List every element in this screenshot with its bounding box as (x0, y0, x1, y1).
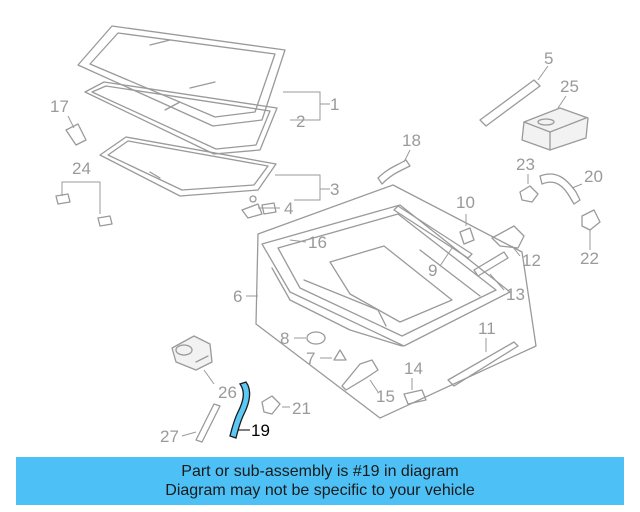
motor-part-26[interactable] (171, 335, 213, 371)
callout-6[interactable]: 6 (233, 287, 242, 306)
banner-line-1: Part or sub-assembly is #19 in diagram (181, 463, 459, 480)
callout-16[interactable]: 16 (308, 233, 327, 252)
callout-3[interactable]: 3 (330, 180, 339, 199)
bracket-part-12[interactable] (491, 225, 525, 249)
grommet-part-22[interactable] (581, 209, 601, 231)
callout-13[interactable]: 13 (506, 285, 525, 304)
bolt-part-7[interactable] (333, 349, 347, 361)
callout-23[interactable]: 23 (516, 155, 535, 174)
rail-part-5[interactable] (479, 79, 541, 127)
module-part-25[interactable] (521, 107, 589, 151)
hose-part-27[interactable] (195, 403, 221, 443)
parts-diagram: 1 2 3 4 17 24 5 25 18 23 20 22 6 (50, 25, 603, 446)
part-info-banner: Part or sub-assembly is #19 in diagram D… (16, 457, 624, 505)
callout-24[interactable]: 24 (72, 159, 91, 178)
callout-5[interactable]: 5 (544, 49, 553, 68)
glass-panel-part[interactable] (77, 25, 286, 127)
roof-frame-part[interactable] (261, 204, 511, 347)
connector-part-23[interactable] (519, 185, 539, 203)
callout-25[interactable]: 25 (560, 77, 579, 96)
screw-part-21[interactable] (261, 395, 281, 415)
banner-line-2: Diagram may not be specific to your vehi… (165, 482, 475, 499)
hose-part-18[interactable] (377, 159, 411, 185)
callout-15[interactable]: 15 (376, 387, 395, 406)
callout-19-highlighted[interactable]: 19 (251, 421, 270, 440)
callout-4[interactable]: 4 (284, 199, 293, 218)
callout-18[interactable]: 18 (402, 131, 421, 150)
callout-20[interactable]: 20 (584, 167, 603, 186)
callout-22[interactable]: 22 (580, 249, 599, 268)
callout-7[interactable]: 7 (306, 349, 315, 368)
frame-assembly-outline (255, 184, 537, 419)
callout-2[interactable]: 2 (296, 112, 305, 131)
drain-hose-part-19-highlighted[interactable] (229, 381, 251, 439)
bracket-part-4[interactable] (241, 195, 277, 219)
callout-26[interactable]: 26 (218, 383, 237, 402)
callout-17[interactable]: 17 (50, 97, 69, 116)
callout-21[interactable]: 21 (292, 399, 311, 418)
callout-leaders-right (258, 91, 330, 209)
callout-14[interactable]: 14 (404, 359, 423, 378)
cap-part-14[interactable] (403, 389, 427, 405)
callout-27[interactable]: 27 (160, 427, 179, 446)
sunshade-part[interactable] (99, 136, 277, 197)
callout-8[interactable]: 8 (280, 329, 289, 348)
guide-rail-part-9[interactable] (393, 205, 473, 259)
callout-10[interactable]: 10 (456, 193, 475, 212)
clip-part-10[interactable] (459, 227, 475, 245)
seal-frame-part[interactable] (84, 81, 278, 155)
drain-hose-part-20[interactable] (539, 173, 581, 205)
screw-part-15[interactable] (341, 359, 379, 391)
pad-part-24a[interactable] (55, 193, 71, 205)
callout-11[interactable]: 11 (478, 319, 496, 338)
slider-part-13[interactable] (473, 251, 509, 277)
pad-part-24b[interactable] (97, 215, 113, 227)
callout-9[interactable]: 9 (428, 261, 437, 280)
callout-1[interactable]: 1 (330, 95, 339, 114)
callout-12[interactable]: 12 (522, 251, 541, 270)
cable-part-11[interactable] (447, 341, 519, 387)
grommet-part-8[interactable] (306, 331, 326, 345)
clip-part-17[interactable] (65, 123, 87, 146)
